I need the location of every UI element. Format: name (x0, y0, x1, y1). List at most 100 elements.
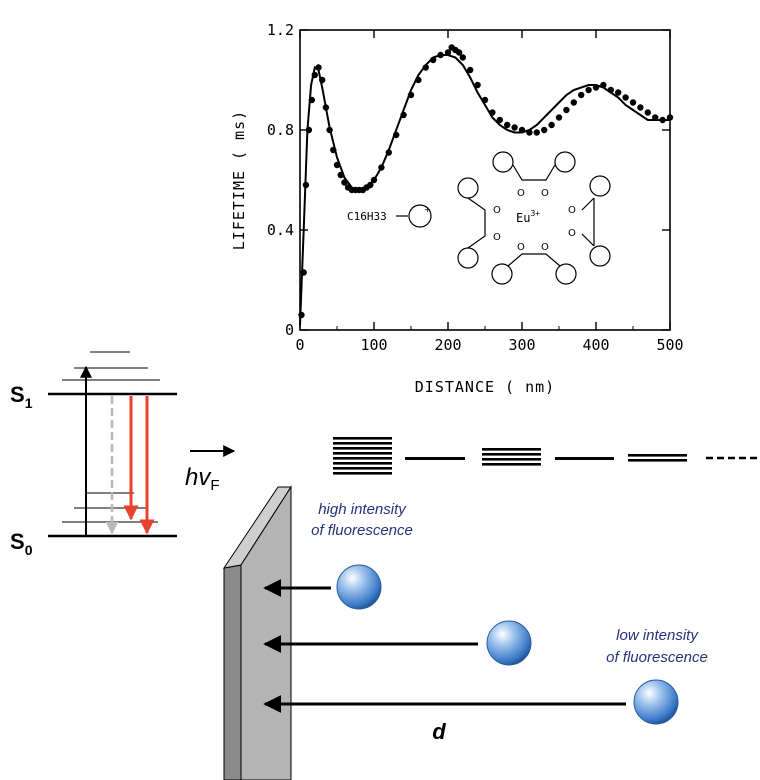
mirror-side (223, 564, 242, 780)
data-point (393, 131, 400, 139)
intensity-bars (333, 437, 760, 475)
carbonyl-o: O (541, 188, 549, 199)
data-point (322, 104, 330, 111)
low-intensity-label-line2: of fluorescence (606, 649, 708, 666)
data-point (308, 96, 316, 104)
x-axis-label: DISTANCE ( nm) (415, 378, 555, 396)
data-point (300, 269, 307, 276)
data-point (489, 109, 496, 116)
data-point (570, 99, 577, 106)
data-point (585, 86, 592, 94)
data-point (474, 81, 481, 89)
x-tick-label: 200 (434, 336, 461, 354)
data-point (652, 114, 659, 121)
data-point (533, 129, 540, 136)
distance-label: d (432, 719, 446, 744)
intensity-bar-weak (555, 457, 614, 460)
y-axis-label: LIFETIME ( ms) (230, 110, 248, 250)
high-intensity-label: high intensity (318, 501, 407, 518)
data-point (615, 89, 622, 96)
phenyl-ring (457, 177, 479, 199)
phenyl-ring (491, 263, 513, 285)
data-point (548, 121, 555, 129)
data-point (415, 76, 422, 84)
intensity-bar-medium (482, 448, 541, 466)
data-point (407, 91, 415, 99)
x-tick-label: 500 (656, 336, 683, 354)
data-point (311, 71, 318, 79)
data-point (518, 126, 526, 134)
data-point (367, 181, 374, 189)
data-point (315, 64, 322, 71)
data-point (666, 114, 674, 121)
data-point (563, 106, 570, 114)
photon-label: hvF (185, 464, 220, 494)
data-point (305, 126, 313, 134)
carbonyl-o: O (568, 205, 576, 216)
x-tick-label: 100 (360, 336, 387, 354)
y-tick-label: 0 (285, 321, 294, 339)
y-tick-label: 0.8 (267, 121, 294, 139)
plot-frame (299, 29, 671, 331)
data-point (504, 121, 511, 129)
high-intensity-label-line2: of fluorescence (311, 522, 413, 539)
molecules (263, 564, 679, 725)
y-tick-label: 1.2 (267, 21, 294, 39)
carbonyl-o: O (517, 242, 525, 253)
carbonyl-o: O (541, 242, 549, 253)
left-ligand-backbone (467, 197, 486, 249)
data-point (341, 179, 348, 186)
intensity-bar-low (628, 454, 687, 462)
data-point (437, 51, 444, 59)
carbonyl-o: O (493, 205, 501, 216)
y-tick-labels: 0 0.4 0.8 1.2 (267, 21, 294, 339)
data-point (607, 86, 614, 94)
molecule-sphere (486, 620, 532, 666)
x-tick-label: 400 (582, 336, 609, 354)
data-point (629, 99, 637, 106)
intensity-bar-strong (333, 437, 392, 475)
data-point (496, 116, 503, 124)
data-point (302, 181, 310, 189)
data-points (298, 44, 674, 319)
y-tick-label: 0.4 (267, 221, 294, 239)
data-point (298, 311, 305, 319)
phenyl-ring (457, 247, 479, 269)
data-point (467, 66, 474, 74)
data-point (455, 49, 463, 56)
phenyl-ring (589, 175, 611, 197)
data-point (459, 54, 466, 61)
s1-label: S1 (10, 382, 33, 411)
data-point (333, 161, 341, 169)
mirror-plate (222, 485, 292, 780)
data-point (592, 84, 600, 91)
pyridinium-charge: + (424, 205, 431, 214)
data-point (400, 111, 407, 119)
carbonyl-o: O (517, 188, 525, 199)
data-point (659, 116, 666, 124)
phenyl-ring (555, 263, 577, 285)
s0-label: S0 (10, 529, 33, 558)
data-point (481, 96, 489, 104)
phenyl-ring (492, 151, 514, 173)
pyridinium-ring (408, 204, 432, 228)
jablonski-diagram: S1 S0 (10, 351, 177, 558)
lifetime-chart: 0 0.4 0.8 1.2 0 100 200 300 400 500 DISTANCE ( n… (230, 21, 684, 396)
eu-complex-structure: C16H33 + O O O O Eu3+ O O O (347, 151, 611, 285)
carbonyl-o: O (493, 232, 501, 243)
data-point (430, 56, 437, 64)
europium-ion: Eu3+ (516, 209, 540, 225)
carbonyl-o: O (568, 228, 576, 239)
data-point (637, 104, 644, 111)
molecule-sphere (633, 679, 679, 725)
data-point (526, 129, 533, 136)
axis-ticks (299, 29, 671, 331)
data-point (370, 176, 378, 184)
data-point (644, 109, 651, 116)
molecule-sphere (336, 564, 382, 610)
intensity-bar-weak (405, 457, 465, 460)
x-tick-label: 300 (508, 336, 535, 354)
right-ligand-backbone (581, 197, 595, 247)
